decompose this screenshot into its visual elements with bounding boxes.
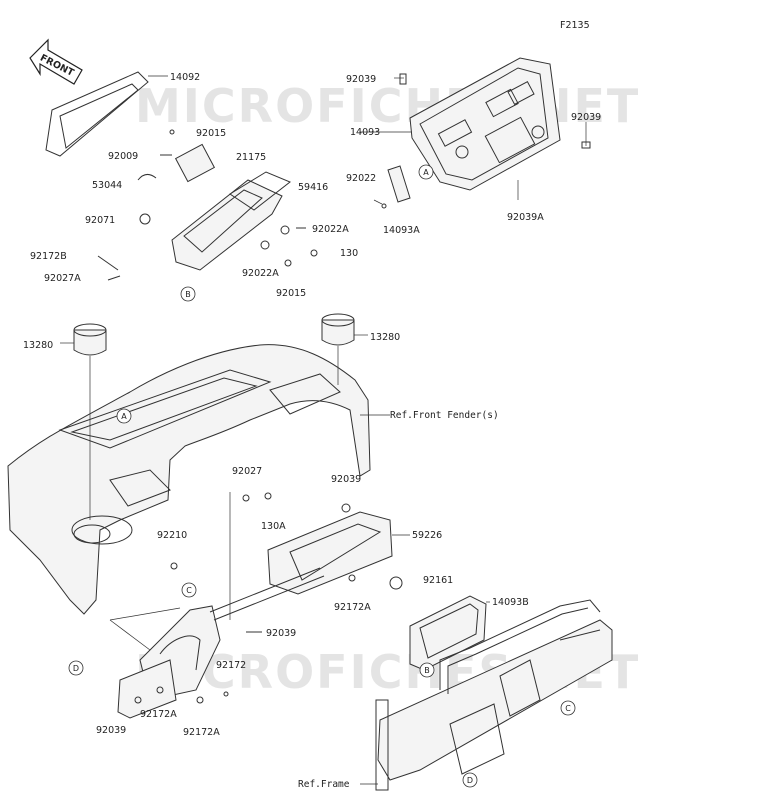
- svg-text:D: D: [73, 664, 79, 673]
- label-92027a: 92027A: [44, 273, 81, 284]
- meter-cover-14092: [45, 71, 168, 157]
- figure-code: F2135: [560, 20, 590, 31]
- label-ref-front-fender: Ref.Front Fender(s): [390, 410, 499, 421]
- label-92015-b: 92015: [276, 288, 306, 299]
- label-92039-b: 92039: [571, 112, 601, 123]
- label-59416: 59416: [298, 182, 328, 193]
- label-92172a-b: 92172A: [140, 709, 177, 720]
- lower-panel: [109, 492, 325, 719]
- meter-assembly: [97, 129, 318, 281]
- label-92022a-b: 92022A: [242, 268, 279, 279]
- instrument-panel-14093: [360, 57, 591, 209]
- callout-a-dash: A: [116, 408, 132, 424]
- cup-holder-right: [321, 313, 368, 385]
- label-92022: 92022: [346, 173, 376, 184]
- callout-b-frame: B: [419, 662, 435, 678]
- cup-holder-left: [60, 323, 107, 520]
- label-59226: 59226: [412, 530, 442, 541]
- callout-c-left: C: [181, 582, 197, 598]
- label-92009: 92009: [108, 151, 138, 162]
- label-92039-d: 92039: [266, 628, 296, 639]
- callout-c-frame: C: [560, 700, 576, 716]
- label-92039-a: 92039: [346, 74, 376, 85]
- svg-text:A: A: [121, 412, 127, 421]
- label-ref-frame: Ref.Frame: [298, 779, 350, 790]
- label-92022a-a: 92022A: [312, 224, 349, 235]
- label-92172b: 92172B: [30, 251, 67, 262]
- label-92027: 92027: [232, 466, 262, 477]
- frame-structure: [360, 599, 613, 791]
- svg-text:C: C: [186, 586, 192, 595]
- label-130: 130: [340, 248, 358, 259]
- label-21175: 21175: [236, 152, 266, 163]
- label-92039-c: 92039: [331, 474, 361, 485]
- svg-text:C: C: [565, 704, 571, 713]
- label-92039a: 92039A: [507, 212, 544, 223]
- dashboard-body: [7, 344, 390, 615]
- label-92071: 92071: [85, 215, 115, 226]
- label-92172a-c: 92172A: [183, 727, 220, 738]
- label-92015-a: 92015: [196, 128, 226, 139]
- callout-b-top: B: [180, 286, 196, 302]
- watermark-top: MICROFICHES.NET: [135, 79, 640, 133]
- label-130a: 130A: [261, 521, 286, 532]
- svg-text:A: A: [423, 168, 429, 177]
- callout-a-top: A: [418, 164, 434, 180]
- svg-text:B: B: [424, 666, 430, 675]
- callout-d-frame: D: [462, 772, 478, 788]
- label-14093: 14093: [350, 127, 380, 138]
- glove-box-59226: [267, 503, 410, 595]
- lid-14093b: [409, 595, 490, 671]
- label-92161: 92161: [423, 575, 453, 586]
- label-13280-b: 13280: [370, 332, 400, 343]
- label-13280-a: 13280: [23, 340, 53, 351]
- label-53044: 53044: [92, 180, 122, 191]
- front-arrow-icon: FRONT: [29, 38, 83, 85]
- label-92210: 92210: [157, 530, 187, 541]
- trim-strip-14093a: [387, 165, 411, 203]
- svg-text:D: D: [467, 776, 473, 785]
- label-14093b: 14093B: [492, 597, 529, 608]
- label-92172a-a: 92172A: [334, 602, 371, 613]
- label-92039-e: 92039: [96, 725, 126, 736]
- label-14092: 14092: [170, 72, 200, 83]
- label-14093a: 14093A: [383, 225, 420, 236]
- label-92172: 92172: [216, 660, 246, 671]
- callout-d-left: D: [68, 660, 84, 676]
- svg-text:B: B: [185, 290, 191, 299]
